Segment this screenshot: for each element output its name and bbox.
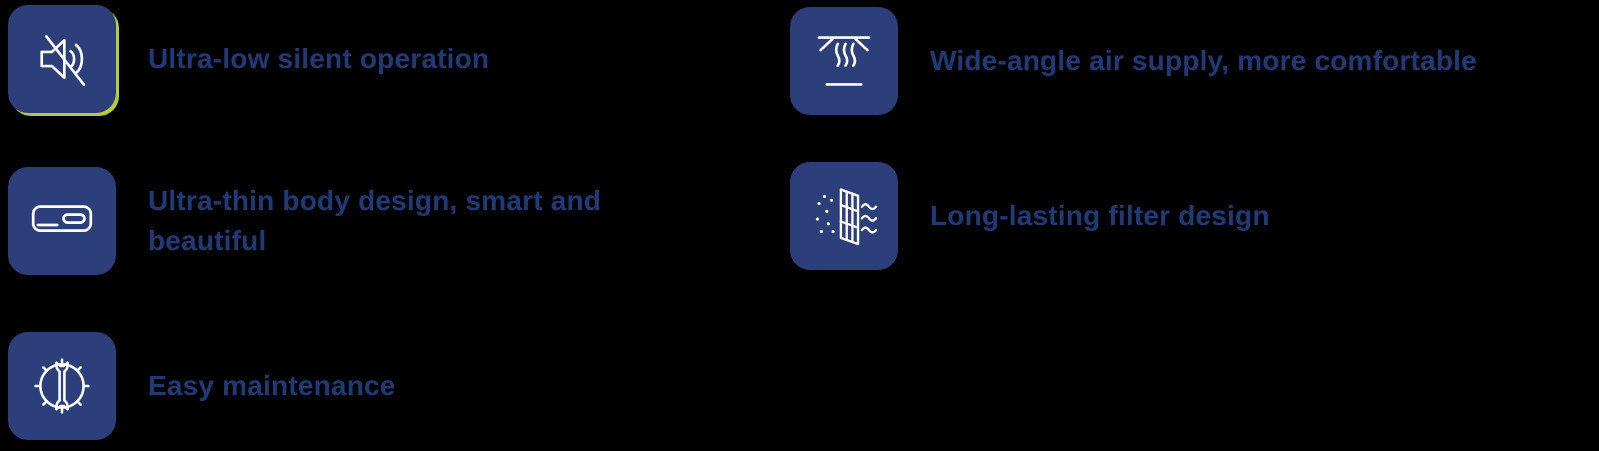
- ac-unit-icon: [22, 181, 102, 261]
- feature-tile: [8, 332, 116, 440]
- feature-label: Wide-angle air supply, more comfortable: [930, 45, 1477, 76]
- feature-row-filter-design: Long-lasting filter design: [790, 162, 1270, 270]
- feature-label: Ultra-thin body design, smart and beauti…: [148, 185, 602, 256]
- feature-row-easy-maintenance: Easy maintenance: [8, 330, 396, 442]
- feature-label: Ultra-low silent operation: [148, 43, 490, 74]
- filter-icon: [805, 177, 883, 255]
- feature-tile: [8, 5, 116, 113]
- wide-angle-airflow-icon: [805, 22, 883, 100]
- gear-wrench-icon: [22, 346, 102, 426]
- feature-row-ultra-thin-body: Ultra-thin body design, smart and beauti…: [8, 166, 693, 276]
- feature-tile: [790, 7, 898, 115]
- feature-label: Easy maintenance: [148, 370, 396, 401]
- feature-tile: [790, 162, 898, 270]
- feature-tile: [8, 167, 116, 275]
- feature-row-wide-angle-air: Wide-angle air supply, more comfortable: [790, 7, 1477, 115]
- feature-label: Long-lasting filter design: [930, 200, 1270, 231]
- feature-row-silent-operation: Ultra-low silent operation: [8, 5, 489, 113]
- muted-speaker-icon: [23, 20, 101, 98]
